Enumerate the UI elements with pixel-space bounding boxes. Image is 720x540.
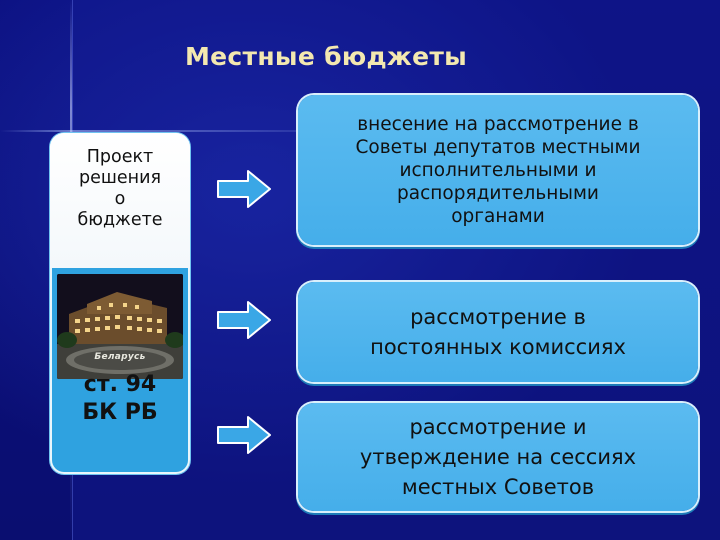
budget-project-card: Проект решения о бюджете [50,133,190,474]
step-approval-text: рассмотрение и утверждение на сессиях ме… [359,415,637,499]
photo-caption: Беларусь [94,352,146,362]
budget-project-label: Проект решения о бюджете [77,147,163,230]
arrow-right-icon [217,416,271,454]
budget-code-reference: ст. 94 БК РБ [82,372,158,425]
step-submission-box: внесение на рассмотрение в Советы депута… [298,95,698,245]
arrow-right-icon [217,301,271,339]
arrow-right-icon [217,170,271,208]
step-commission-review-box: рассмотрение в постоянных комиссиях [298,282,698,382]
slide-title: Местные бюджеты [185,42,468,71]
card-header: Проект решения о бюджете [50,133,190,268]
step-commission-review-text: рассмотрение в постоянных комиссиях [370,305,626,359]
step-submission-text: внесение на рассмотрение в Советы депута… [355,113,641,227]
step-approval-box: рассмотрение и утверждение на сессиях ме… [298,403,698,511]
building-photo: Беларусь [57,274,183,379]
building-photo-image [57,274,183,379]
